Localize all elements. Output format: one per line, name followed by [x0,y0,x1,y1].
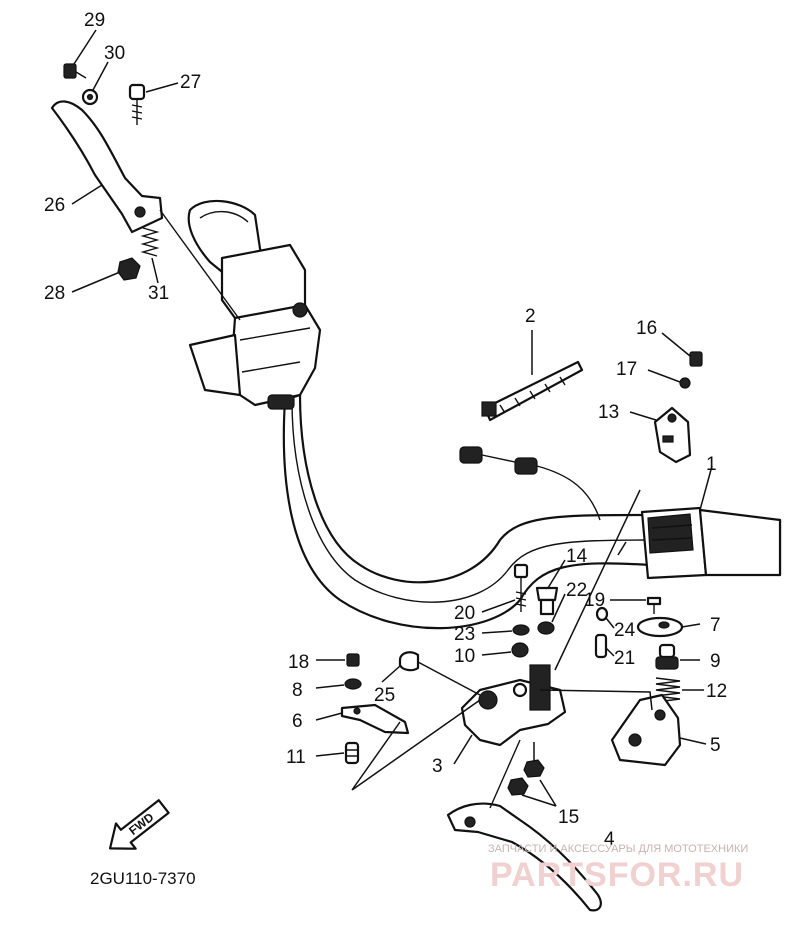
part-number-9: 9 [710,651,721,672]
lever-4 [446,739,602,912]
rod-21 [594,633,608,659]
nut-28 [117,257,141,281]
part-number-1: 1 [706,454,717,475]
clamp-13 [653,406,692,464]
cable-tie-2 [481,360,584,422]
part-number-4: 4 [604,829,615,850]
screw-19 [646,596,662,614]
part-number-23: 23 [454,624,475,645]
part-number-18: 18 [288,652,309,673]
part-number-8: 8 [292,680,303,701]
plate-7 [636,616,684,638]
bolt-14 [535,586,559,616]
plate-6 [340,703,410,735]
bolt-20 [513,563,529,612]
holder-3 [460,664,567,747]
assembly-lines-left [351,699,481,791]
watermark-caption: ЗАПЧАСТИ И АКСЕССУАРЫ ДЛЯ МОТОТЕХНИКИ [488,843,748,855]
washer-23 [512,624,530,636]
bracket-5 [610,693,682,767]
part-number-26: 26 [44,195,65,216]
washer-30 [81,88,99,106]
watermark: ЗАПЧАСТИ И АКСЕССУАРЫ ДЛЯ МОТОТЕХНИКИ PA… [488,843,748,894]
part-number-29: 29 [84,10,105,31]
boot-25 [398,651,481,696]
leader-grip-tick [617,541,627,556]
part-number-25: 25 [374,685,395,706]
bolt-16 [689,351,703,367]
part-number-12: 12 [706,681,727,702]
spring-12 [655,677,681,703]
switch-11 [344,741,360,765]
nut-15a [523,759,545,778]
washer-17 [679,377,691,389]
spacer-10 [511,642,529,658]
part-number-27: 27 [180,72,201,93]
bolt-27 [128,83,146,125]
part-number-5: 5 [710,735,721,756]
part-numbers: 29 30 27 26 28 31 2 16 17 13 1 14 20 22 … [44,10,727,850]
part-number-28: 28 [44,283,65,304]
nut-15b [507,777,529,796]
part-number-14: 14 [566,546,588,567]
part-number-11: 11 [286,747,306,768]
part-number-31: 31 [148,283,169,304]
part-number-20: 20 [454,603,475,624]
wire-plug [459,446,601,521]
part-number-3: 3 [432,756,443,777]
part-number-16: 16 [636,318,657,339]
part-number-10: 10 [454,646,475,667]
pin-24 [595,606,609,622]
part-number-24: 24 [614,620,636,641]
left-lever-holder [188,243,322,410]
spring-31 [140,227,160,257]
switch-9 [655,643,679,670]
part-number-13: 13 [598,402,619,423]
diagram-code: 2GU110-7370 [90,869,196,888]
leader-grip-holder [554,489,641,671]
part-number-2: 2 [525,306,536,327]
bolt-29 [63,63,87,79]
part-number-17: 17 [616,359,637,380]
part-number-21: 21 [614,648,635,669]
cable-line-right [539,689,653,711]
nut-8 [344,678,362,690]
part-number-19: 19 [584,590,605,611]
part-number-30: 30 [104,43,125,64]
watermark-brand: PARTSFOR.RU [490,856,744,894]
leader-lines [71,29,713,807]
part-number-6: 6 [292,711,303,732]
collar-22 [537,621,555,635]
lever-26 [50,100,241,321]
part-number-7: 7 [710,615,721,636]
part-number-22: 22 [566,580,587,601]
fwd-arrow-icon: FWD [108,799,170,850]
grip-1 [640,506,782,580]
part-number-15: 15 [558,807,579,828]
screw-18 [346,653,360,667]
